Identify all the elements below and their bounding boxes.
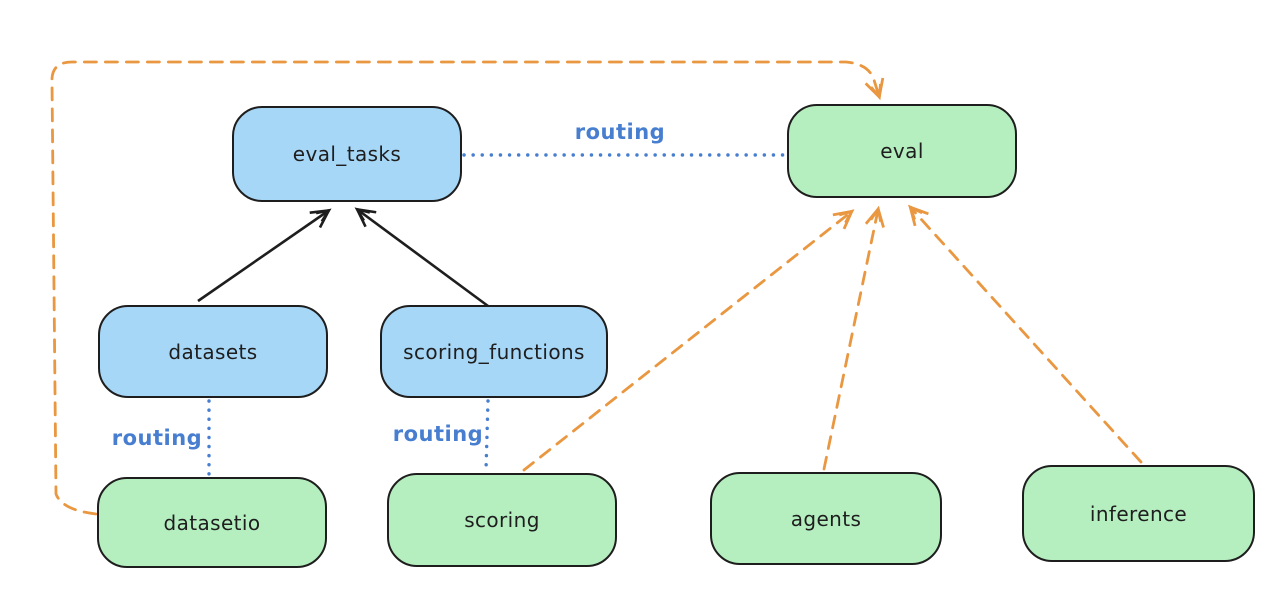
node-agents-label: agents <box>790 506 862 531</box>
node-agents: agents <box>710 472 942 565</box>
edge-datasetio-to-eval <box>50 60 879 516</box>
routing-label-eval-tasks-eval: routing <box>575 120 665 144</box>
node-inference-label: inference <box>1089 501 1188 526</box>
edge-datasets-to-eval-tasks <box>197 211 328 303</box>
node-eval: eval <box>787 104 1017 198</box>
node-scoring-functions: scoring_functions <box>380 305 608 398</box>
node-eval-tasks-label: eval_tasks <box>292 142 402 166</box>
node-scoring-label: scoring <box>464 508 540 532</box>
node-datasetio-label: datasetio <box>163 510 261 535</box>
node-datasetio: datasetio <box>97 477 327 568</box>
routing-label-datasets-datasetio: routing <box>112 426 202 450</box>
routing-label-scoring-functions-scoring: routing <box>393 422 483 446</box>
edge-inference-to-eval <box>911 208 1143 464</box>
node-scoring-functions-label: scoring_functions <box>403 339 585 364</box>
edge-agents-to-eval <box>822 210 878 471</box>
node-eval-tasks: eval_tasks <box>232 106 462 202</box>
node-eval-label: eval <box>880 139 924 163</box>
node-inference: inference <box>1022 465 1255 562</box>
node-datasets: datasets <box>98 305 328 398</box>
edge-scoring-functions-to-scoring-routing <box>484 399 490 472</box>
node-scoring: scoring <box>387 473 617 567</box>
edge-scoring-to-eval <box>522 212 851 472</box>
node-datasets-label: datasets <box>168 339 258 364</box>
edge-scoring-functions-to-eval-tasks <box>358 210 489 308</box>
